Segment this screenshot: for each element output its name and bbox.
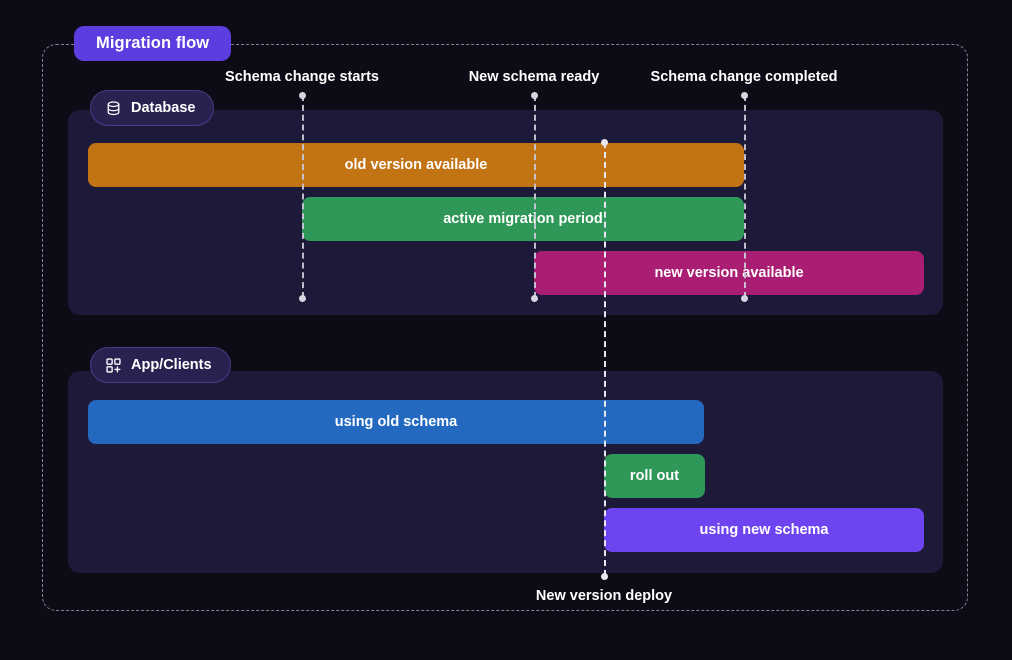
lane-label-text-database: Database xyxy=(131,100,196,116)
bar-label: using old schema xyxy=(334,414,458,430)
page-title: Migration flow xyxy=(96,34,210,52)
database-icon xyxy=(105,100,122,117)
bar-using-old-schema[interactable]: using old schema xyxy=(88,400,704,444)
bar-label: roll out xyxy=(629,468,680,484)
lane-label-app-clients: App/Clients xyxy=(90,347,231,383)
bar-label: new version available xyxy=(654,265,804,281)
bar-label: active migration period xyxy=(443,211,603,227)
apps-add-icon xyxy=(105,357,122,374)
bar-roll-out[interactable]: roll out xyxy=(604,454,705,498)
bar-old-version-available[interactable]: old version available xyxy=(88,143,744,187)
diagram-title-pill: Migration flow xyxy=(74,26,232,61)
bar-active-migration-period[interactable]: active migration period xyxy=(302,197,744,241)
lane-label-text-app-clients: App/Clients xyxy=(131,357,212,373)
lane-label-database: Database xyxy=(90,90,215,126)
bar-using-new-schema[interactable]: using new schema xyxy=(604,508,924,552)
bar-label: old version available xyxy=(344,157,488,173)
diagram-frame xyxy=(42,44,968,611)
bar-new-version-available[interactable]: new version available xyxy=(534,251,924,295)
bar-label: using new schema xyxy=(699,522,829,538)
